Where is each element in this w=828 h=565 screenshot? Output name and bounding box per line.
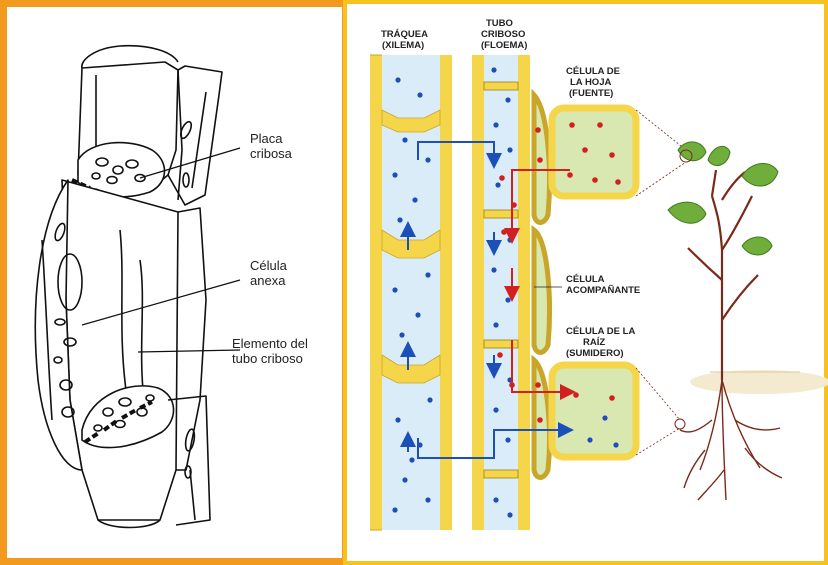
label-raiz-3: (SUMIDERO) (566, 348, 624, 359)
label-traquea-2: (XILEMA) (382, 40, 424, 51)
label-hoja-2: LA HOJA (570, 77, 611, 88)
label-acompanante-1: CÉLULA (566, 274, 605, 285)
label-raiz-2: RAÍZ (583, 337, 605, 348)
label-raiz-1: CÉLULA DE LA (566, 326, 635, 337)
label-hoja-1: CÉLULA DE (566, 66, 620, 77)
label-tubo-1: TUBO (486, 18, 513, 29)
label-tubo-3: (FLOEMA) (481, 40, 527, 51)
leaf-source-cell (552, 108, 636, 196)
root-sink-cell (552, 365, 636, 457)
connector-lines (636, 110, 686, 455)
label-acompanante-2: ACOMPAÑANTE (566, 285, 640, 296)
root-zoom-circle (675, 419, 685, 429)
plant-roots (680, 380, 782, 500)
label-tubo-2: CRIBOSO (481, 29, 525, 40)
plant-illustration (668, 142, 828, 500)
label-hoja-3: (FUENTE) (569, 88, 613, 99)
label-traquea-1: TRÁQUEA (381, 29, 428, 40)
